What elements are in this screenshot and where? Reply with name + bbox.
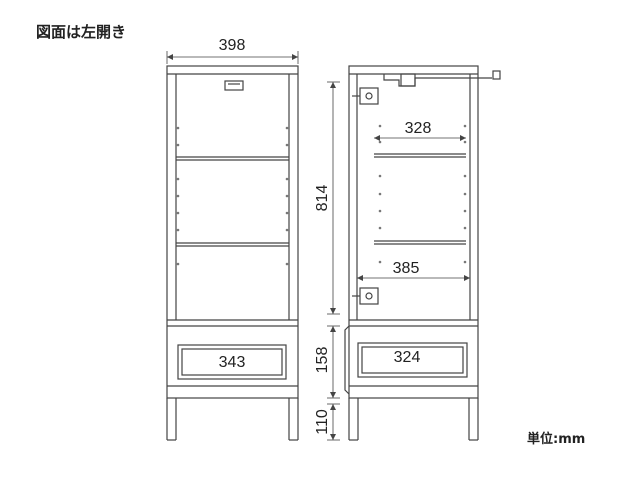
side-power-plug <box>492 70 501 80</box>
side-top-width-dimension <box>374 135 466 141</box>
side-cabinet-outline <box>348 65 479 399</box>
height-drawer-label: 158 <box>314 347 331 374</box>
height-upper-label: 814 <box>314 185 331 212</box>
front-width-label: 398 <box>219 37 246 54</box>
side-bottom-width-label: 385 <box>393 260 420 277</box>
side-top-width-label: 328 <box>405 120 432 137</box>
side-bottom-width-dimension <box>357 275 470 281</box>
height-legs-label: 110 <box>314 409 331 435</box>
side-power-cord <box>383 74 492 87</box>
side-view <box>344 65 501 441</box>
front-width-dimension <box>166 51 299 64</box>
unit-label: 単位:mm <box>527 432 586 447</box>
height-dimensions <box>327 81 340 441</box>
front-top-fixture <box>224 80 244 91</box>
side-drawer-inner <box>361 346 464 374</box>
side-shelf-pin-holes <box>378 124 467 264</box>
side-door-edge <box>344 325 350 395</box>
front-view <box>166 65 299 441</box>
front-drawer-outer <box>177 344 287 380</box>
front-drawer-inner <box>181 348 283 376</box>
side-lower-hinge <box>359 287 379 305</box>
side-drawer-outer <box>357 342 468 378</box>
side-upper-hinge <box>359 87 379 105</box>
front-drawer-width-label: 343 <box>219 354 246 371</box>
side-drawer-width-label: 324 <box>394 349 421 366</box>
front-cabinet-outline <box>166 65 299 399</box>
page-title: 図面は左開き <box>36 23 127 41</box>
side-top-fixture <box>400 73 416 87</box>
front-shelf-pin-holes <box>176 126 289 266</box>
